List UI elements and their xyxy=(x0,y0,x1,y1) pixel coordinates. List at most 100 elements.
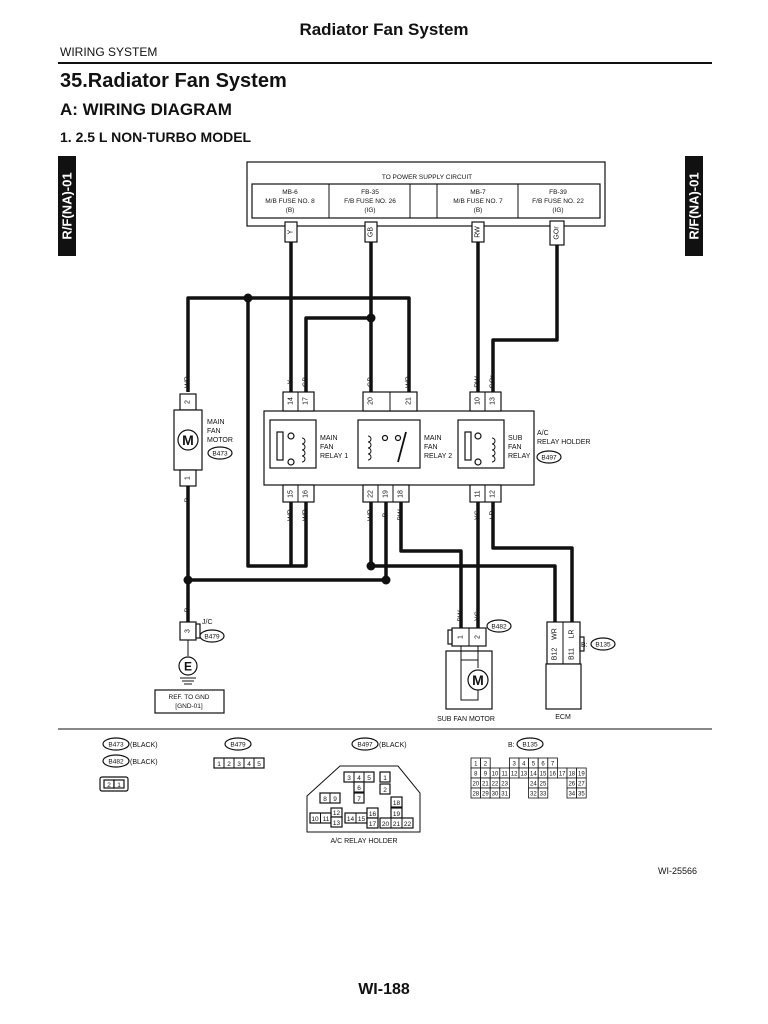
wire-tag: WR xyxy=(288,509,295,521)
holder-pin: 6 xyxy=(357,785,361,792)
wire-tag: LR xyxy=(569,630,576,639)
cv-b497-color: (BLACK) xyxy=(379,742,407,749)
relay1-label-3: RELAY 1 xyxy=(320,453,348,460)
wire-tag: BW xyxy=(398,509,405,521)
pin-number: 1 xyxy=(185,476,192,480)
ecm-conn: B135 xyxy=(595,642,611,649)
b135-pin-number: 17 xyxy=(559,772,566,778)
holder-pin: 17 xyxy=(369,821,377,828)
holder-pin: 15 xyxy=(358,816,366,823)
relay2-label-2: FAN xyxy=(424,444,438,451)
pin-number: 15 xyxy=(288,490,295,498)
holder-pin: 3 xyxy=(347,775,351,782)
wire-tag: WR xyxy=(368,509,375,521)
page-number: WI-188 xyxy=(358,981,410,998)
pin-number: 16 xyxy=(303,490,310,498)
motor-symbol-icon: M xyxy=(182,432,194,448)
holder-pin: 22 xyxy=(404,821,412,828)
pin-number: 13 xyxy=(490,397,497,405)
holder-pin: 2 xyxy=(383,787,387,794)
model-title: 1. 2.5 L NON-TURBO MODEL xyxy=(60,129,252,145)
relay-holder-conn: B497 xyxy=(541,455,557,462)
relay-holder-label-2: RELAY HOLDER xyxy=(537,439,590,446)
cv-b479-pin: 4 xyxy=(247,761,251,768)
main-motor-label-1: MAIN xyxy=(207,419,225,426)
pin-number: 20 xyxy=(368,397,375,405)
b135-pin-number: 5 xyxy=(532,762,536,768)
b135-pin-number: 1 xyxy=(474,762,478,768)
pin-number: 14 xyxy=(288,397,295,405)
wire-tag: GB xyxy=(303,377,310,387)
relay-holder-label-1: A/C xyxy=(537,430,549,437)
cv-b473: B473 xyxy=(108,742,124,749)
b135-pin-number: 18 xyxy=(568,772,575,778)
relay1-label-1: MAIN xyxy=(320,435,338,442)
b135-pin-number: 6 xyxy=(541,762,545,768)
jc-conn: B479 xyxy=(204,634,220,641)
b135-pin-number: 15 xyxy=(540,772,547,778)
holder-pin: 7 xyxy=(357,796,361,803)
top-wire-tags: Y GB RW GOr xyxy=(284,220,565,246)
connector-views: B473 (BLACK) B482 (BLACK) 2 1 B479 1 2 3… xyxy=(99,737,587,845)
b135-pin-number: 12 xyxy=(511,772,518,778)
pin-number: 1 xyxy=(458,635,465,639)
junction-dot xyxy=(366,313,376,323)
sub-motor-label: SUB FAN MOTOR xyxy=(437,716,495,723)
wire-tag: WR xyxy=(552,628,559,640)
b135-pin-cell xyxy=(499,787,510,799)
b135-pin-number: 2 xyxy=(484,762,488,768)
wire-tag: GOr xyxy=(490,375,497,389)
gnd-ref-1: REF. TO GND xyxy=(169,694,210,701)
b135-pin-number: 19 xyxy=(578,772,585,778)
power-supply-title: TO POWER SUPPLY CIRCUIT xyxy=(382,174,472,181)
relay-holder: MAIN FAN RELAY 1 MAIN FAN RELAY 2 SUB FA… xyxy=(263,391,590,503)
ecm-label: ECM xyxy=(555,714,571,721)
cv-b479-pin: 5 xyxy=(257,761,261,768)
junction-dot xyxy=(183,575,193,585)
sub-motor-conn: B482 xyxy=(491,624,507,631)
sub-relay-label-1: SUB xyxy=(508,435,523,442)
fuse-1-line2: M/B FUSE NO. 8 xyxy=(265,198,315,205)
ecm: WR LR B12 B11 B: B135 ECM xyxy=(545,621,616,721)
relay-holder-outline xyxy=(306,765,421,833)
header-divider xyxy=(58,62,712,64)
wire-tag: YG xyxy=(475,510,482,520)
junction-dot xyxy=(243,293,253,303)
wire-tag: RW xyxy=(475,376,482,388)
wire-tag: B xyxy=(185,497,192,502)
gnd-ref-2: [GND-01] xyxy=(175,703,203,710)
ecm-prefix: B: xyxy=(581,642,588,649)
b135-pin-number: 22 xyxy=(492,782,499,788)
holder-pin: 8 xyxy=(323,796,327,803)
holder-pin: 1 xyxy=(383,775,387,782)
ground-icon: E xyxy=(184,660,192,674)
pin-number: 19 xyxy=(383,490,390,498)
main-motor-label-2: FAN xyxy=(207,428,221,435)
holder-pin: 10 xyxy=(311,816,319,823)
relay-holder-pins: 3 4 5 1 6 2 8 9 7 12 18 10 11 13 xyxy=(309,771,414,829)
relay-top-labels: Y GB GB WR RW GOr 14 17 20 21 10 13 xyxy=(288,375,497,405)
wire-tag: RW xyxy=(475,226,482,238)
main-fan-motor: WR 2 M 1 B MAIN FAN MOTOR B473 xyxy=(173,376,233,502)
holder-pin: 19 xyxy=(393,811,401,818)
b135-pin-number: 23 xyxy=(501,782,508,788)
sub-fan-motor: BW YG 1 2 B482 M SUB FAN MOTOR xyxy=(437,610,512,723)
wire-tag: WR xyxy=(406,376,413,388)
junction-connector: B 3 J/C B479 E REF. TO GND [GND-01] xyxy=(154,607,225,714)
pin-number: B11 xyxy=(569,648,576,660)
cv-b479-pin: 2 xyxy=(227,761,231,768)
cv-b482: B482 xyxy=(108,759,124,766)
holder-pin: 16 xyxy=(369,811,377,818)
wire-tag: B xyxy=(185,607,192,612)
relay2-label-3: RELAY 2 xyxy=(424,453,452,460)
b135-pin-number: 28 xyxy=(472,792,479,798)
motor-symbol-icon: M xyxy=(472,672,484,688)
junction-dot xyxy=(381,575,391,585)
b135-pin-number: 10 xyxy=(492,772,499,778)
cv-b479-pin: 1 xyxy=(217,761,221,768)
wire-tag: B xyxy=(383,512,390,517)
b135-pin-number: 11 xyxy=(501,772,508,778)
b135-pin-number: 8 xyxy=(474,772,478,778)
